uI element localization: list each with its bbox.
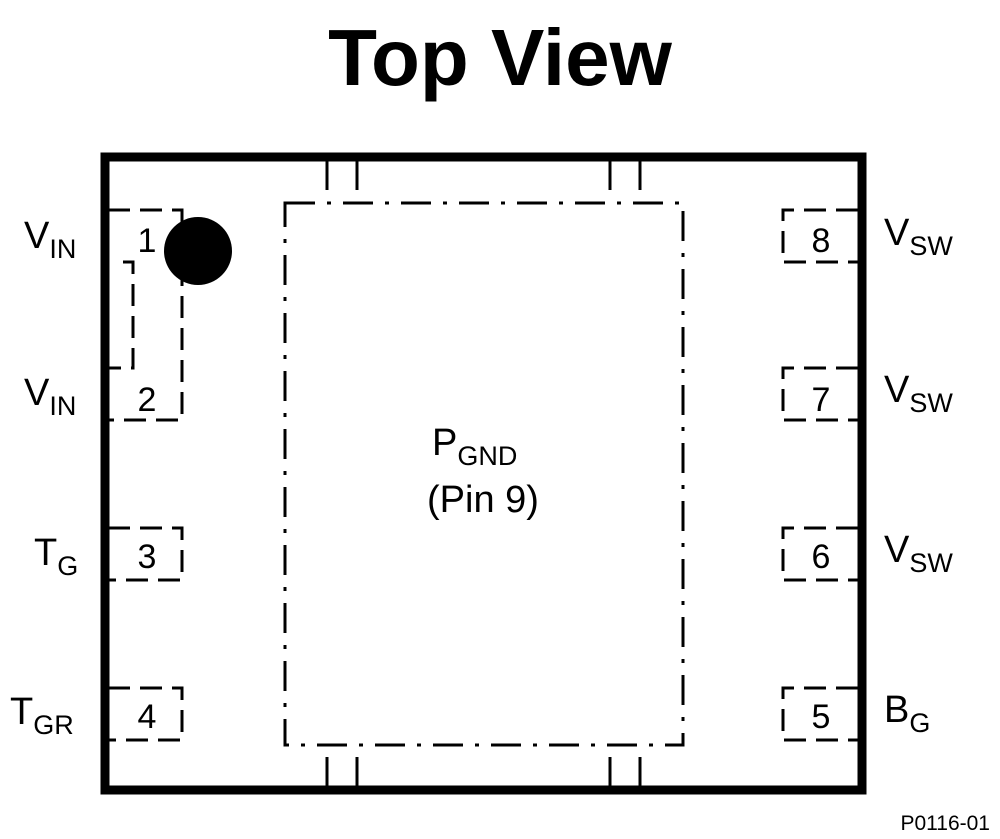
pin-number: 1 bbox=[138, 222, 157, 260]
pin-pad-6 bbox=[781, 526, 858, 582]
package-outline bbox=[100, 152, 867, 795]
pin-label-vin: VIN bbox=[24, 215, 76, 264]
center-pad-label: PGND bbox=[432, 422, 517, 471]
pin-number: 3 bbox=[138, 538, 157, 576]
pin-pad-5 bbox=[781, 686, 858, 742]
pin-number: 5 bbox=[812, 698, 831, 736]
pin1-indicator-dot bbox=[164, 217, 232, 285]
pin-number: 7 bbox=[812, 381, 831, 419]
thermal-pad-outline bbox=[283, 201, 685, 747]
pin-label-tg: TG bbox=[34, 532, 78, 581]
pin-label-vsw: VSW bbox=[884, 369, 953, 418]
pin-number: 2 bbox=[138, 381, 157, 419]
pin-pad-7 bbox=[781, 366, 858, 422]
center-pad-pin: (Pin 9) bbox=[427, 479, 539, 521]
pin-pad-8 bbox=[781, 208, 858, 264]
pad-ticks bbox=[325, 160, 642, 787]
pin-label-tgr: TGR bbox=[10, 691, 74, 740]
pin-label-vsw: VSW bbox=[884, 212, 953, 261]
diagram-title: Top View bbox=[328, 13, 673, 102]
pin-pad-1-2 bbox=[108, 208, 184, 422]
pin-number: 6 bbox=[812, 538, 831, 576]
figure-id: P0116-01 bbox=[900, 812, 990, 835]
pin-pad-4 bbox=[108, 686, 184, 742]
pin-label-vin: VIN bbox=[24, 372, 76, 421]
pin-label-bg: BG bbox=[884, 689, 930, 738]
pin-pad-3 bbox=[108, 526, 184, 582]
pin-pad-1-2-inner bbox=[108, 260, 135, 370]
pin-number: 4 bbox=[138, 698, 157, 736]
pin-label-vsw: VSW bbox=[884, 529, 953, 578]
pin-number: 8 bbox=[812, 222, 831, 260]
